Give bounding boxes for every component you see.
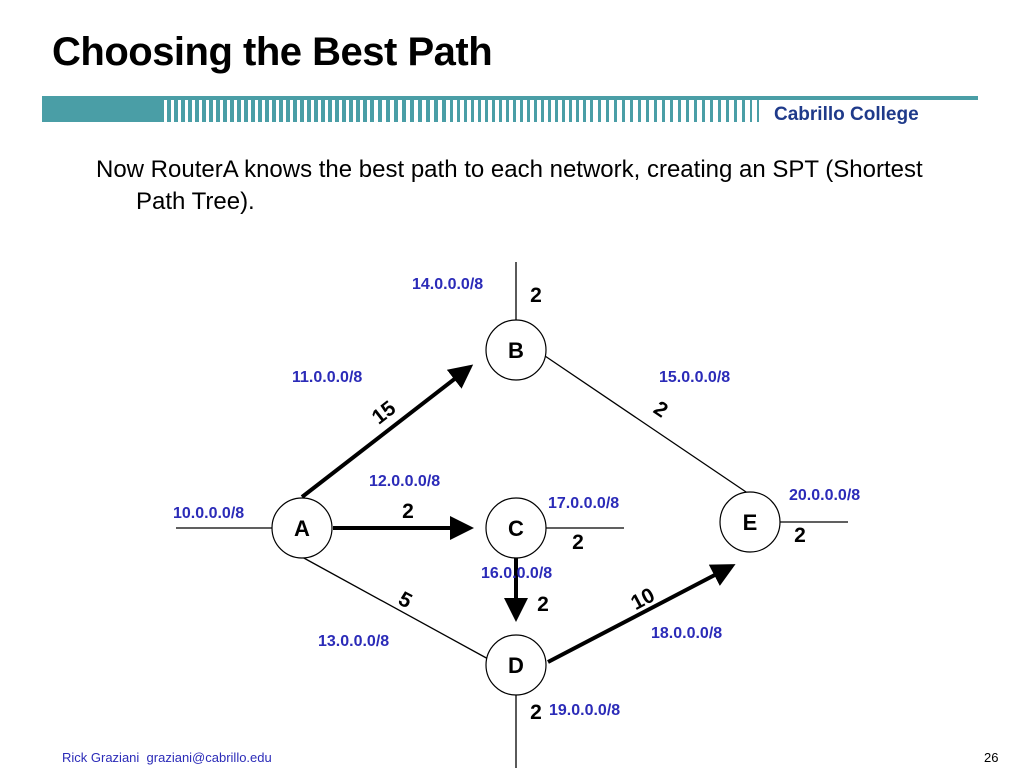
network-label-17: 17.0.0.0/8 (548, 495, 619, 512)
network-label-13: 13.0.0.0/8 (318, 633, 389, 650)
network-label-10: 10.0.0.0/8 (173, 505, 244, 522)
cost-label-d-e: 10 (627, 584, 658, 615)
spt-arrow-a-b (300, 364, 474, 499)
stub-cost-e: 2 (794, 524, 806, 547)
spt-arrow-d-e (547, 564, 736, 664)
network-label-16: 16.0.0.0/8 (481, 565, 552, 582)
router-node-a: A (271, 497, 333, 559)
router-node-d: D (485, 634, 547, 696)
router-label-e: E (743, 510, 758, 535)
network-label-11: 11.0.0.0/8 (292, 369, 362, 386)
network-label-20: 20.0.0.0/8 (789, 487, 860, 504)
cost-label-c-d: 2 (537, 593, 549, 616)
stub-cost-d: 2 (530, 701, 542, 724)
stub-cost-c: 2 (572, 531, 584, 554)
footer-email: graziani@cabrillo.edu (146, 750, 272, 765)
slide-title: Choosing the Best Path (52, 30, 493, 74)
stub-cost-b: 2 (530, 284, 542, 307)
router-label-c: C (508, 516, 524, 541)
cost-label-a-c: 2 (402, 500, 414, 523)
network-label-12: 12.0.0.0/8 (369, 473, 440, 490)
link-a-d (301, 556, 491, 661)
router-label-a: A (294, 516, 310, 541)
link-b-e (544, 355, 753, 497)
body-paragraph: Now RouterA knows the best path to each … (96, 156, 923, 215)
router-label-d: D (508, 653, 524, 678)
network-label-15: 15.0.0.0/8 (659, 369, 730, 386)
router-node-e: E (719, 491, 781, 553)
router-label-b: B (508, 338, 524, 363)
header-banner (42, 96, 978, 122)
cost-label-b-e: 2 (649, 397, 672, 423)
router-node-c: C (485, 497, 547, 559)
page-number: 26 (984, 750, 999, 765)
network-label-18: 18.0.0.0/8 (651, 625, 722, 642)
network-label-14: 14.0.0.0/8 (412, 276, 483, 293)
footer-credit: Rick Graziani graziani@cabrillo.edu (62, 750, 272, 765)
brand-logo-text: Cabrillo College (774, 104, 919, 125)
network-label-19: 19.0.0.0/8 (549, 702, 620, 719)
router-node-b: B (485, 319, 547, 381)
footer-author: Rick Graziani (62, 750, 140, 765)
